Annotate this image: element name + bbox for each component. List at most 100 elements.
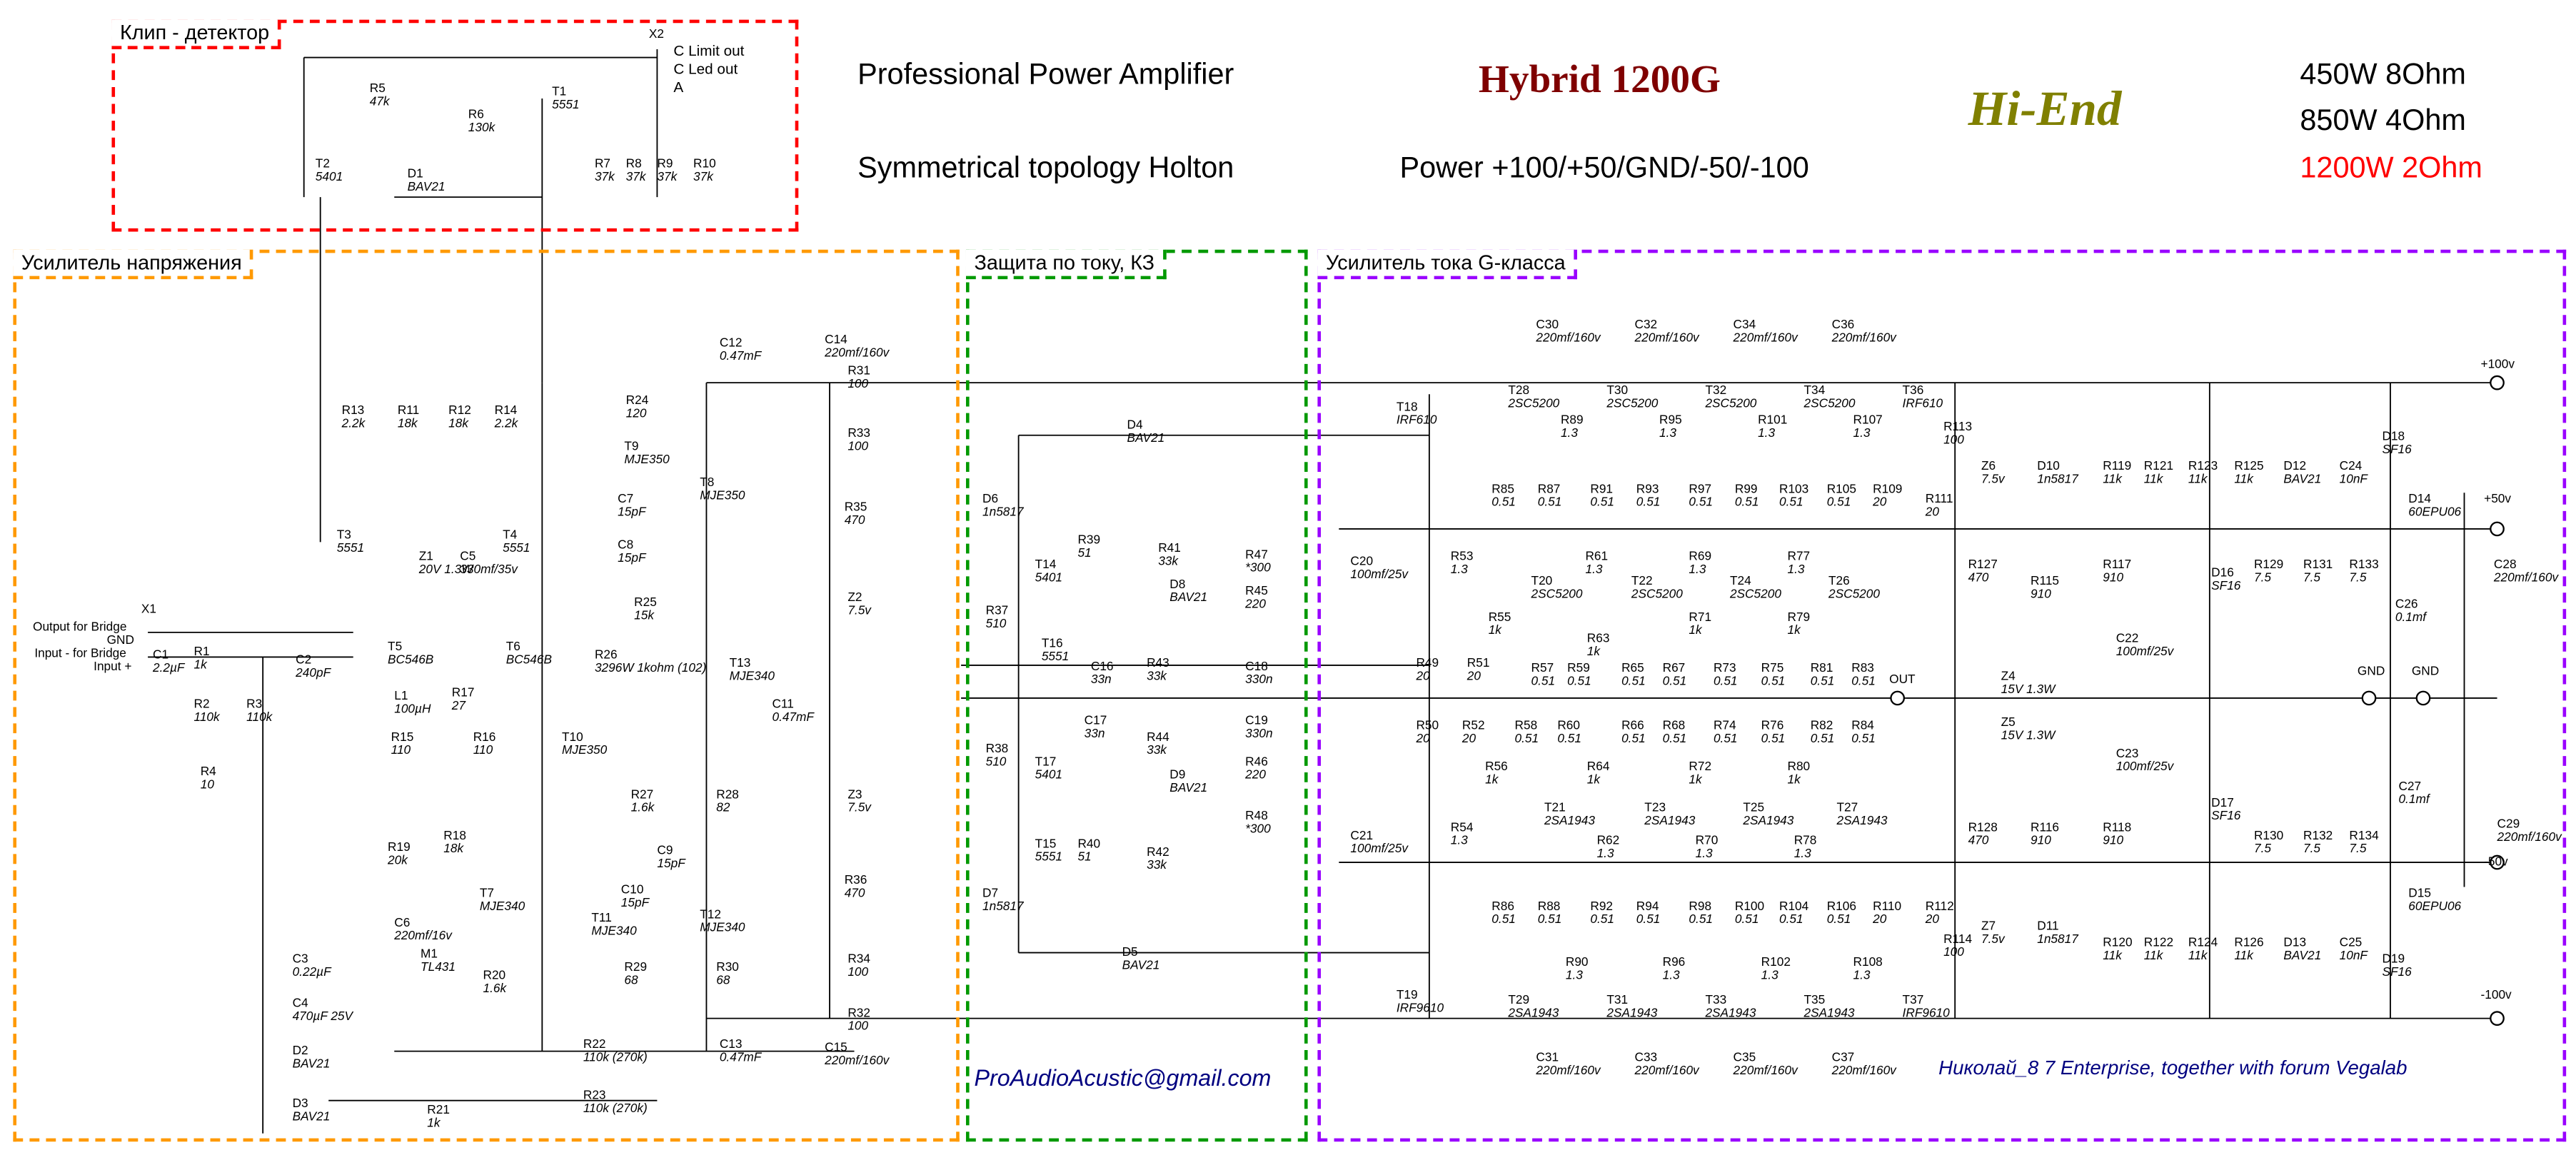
component-value: 5551 (503, 540, 530, 555)
component-ref: D17 (2211, 795, 2234, 810)
component-ref: R44 (1147, 729, 1169, 745)
component-value: SF16 (2382, 441, 2412, 457)
component-value: 7.5 (2253, 841, 2271, 856)
component-value: 0.51 (1734, 494, 1759, 510)
power-rails-text: Power +100/+50/GND/-50/-100 (1399, 151, 1809, 184)
component-value: 27 (451, 697, 466, 713)
component-value: 2SA1943 (1606, 1005, 1658, 1020)
component-ref: C33 (1634, 1049, 1658, 1065)
component-value: 2SC5200 (1828, 586, 1880, 602)
component-value: 0.51 (1491, 494, 1516, 510)
component-ref: T12 (700, 907, 721, 922)
component-ref: R130 (2253, 827, 2284, 843)
component-ref: T3 (336, 527, 351, 543)
component-ref: R81 (1810, 660, 1833, 675)
component-ref: Z7 (1981, 918, 1996, 933)
component-ref: R8 (625, 156, 642, 171)
component-ref: R104 (1778, 898, 1809, 914)
component-value: 0.47mF (719, 348, 762, 363)
component-ref: R19 (388, 839, 411, 854)
component-value: BC546B (505, 652, 552, 667)
component-ref: R115 (2031, 573, 2060, 588)
protection-section (965, 249, 1308, 1142)
terminal (2490, 1011, 2505, 1026)
x1-ref: X1 (141, 601, 157, 616)
component-value: 1k (1488, 622, 1501, 637)
component-value: 7.5 (2349, 841, 2367, 856)
component-ref: R111 (1925, 490, 1953, 506)
component-value: 330n (1245, 726, 1273, 741)
component-value: 2.2µF (152, 660, 185, 675)
component-value: 33n (1090, 672, 1112, 687)
rail-plus50: +50v (2484, 490, 2512, 506)
component-ref: R68 (1662, 717, 1686, 733)
component-value: 10 (200, 777, 214, 792)
component-value: 1.3 (1450, 561, 1468, 577)
component-ref: R18 (443, 827, 466, 843)
component-ref: R28 (716, 787, 739, 802)
component-ref: C11 (772, 696, 794, 712)
component-ref: D1 (407, 166, 423, 181)
component-ref: R128 (1968, 819, 1998, 834)
component-ref: R74 (1713, 717, 1736, 733)
component-value: 0.51 (1636, 494, 1661, 510)
component-ref: R88 (1537, 898, 1561, 914)
component-ref: C22 (2115, 630, 2139, 646)
component-ref: R61 (1585, 548, 1609, 564)
component-ref: C15 (825, 1039, 847, 1055)
component-value: 2SC5200 (1729, 586, 1781, 602)
component-value: 11k (2234, 947, 2253, 963)
component-value: 1k (1586, 772, 1600, 787)
component-value: 470 (844, 512, 865, 528)
component-value: 37k (693, 169, 713, 184)
component-ref: C13 (719, 1036, 743, 1051)
component-ref: R90 (1565, 954, 1589, 969)
component-ref: R106 (1826, 898, 1856, 914)
component-value: 0.47mF (719, 1049, 762, 1065)
component-ref: D7 (982, 885, 999, 900)
component-value: 20 (1416, 730, 1430, 746)
component-value: 2SC5200 (1531, 586, 1583, 602)
component-ref: T6 (505, 639, 520, 654)
component-ref: R91 (1590, 481, 1614, 496)
component-ref: R41 (1158, 540, 1181, 555)
component-value: 220mf/160v (1831, 1062, 1896, 1078)
